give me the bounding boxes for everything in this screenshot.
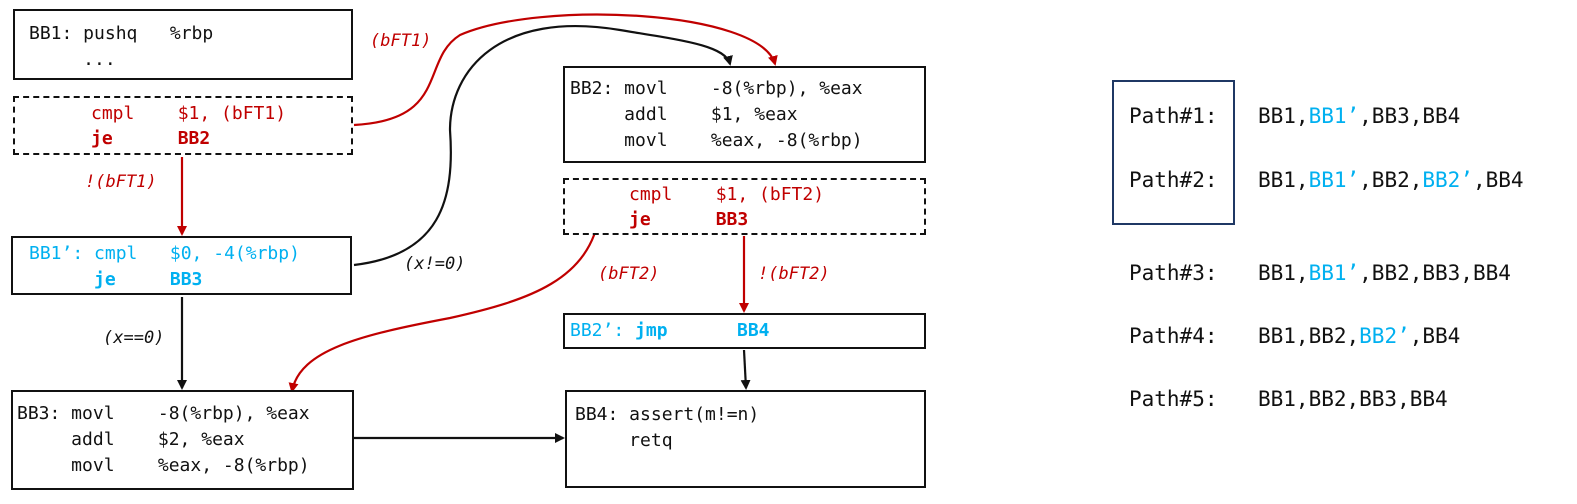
path-label: Path#5: xyxy=(1129,387,1218,411)
label-x-eq-0: (x==0) xyxy=(103,328,165,348)
bb2p-line: BB2’: jmp BB4 xyxy=(570,320,770,342)
block-bb2-cond: cmpl $1, (bFT2) je BB3 xyxy=(563,178,926,235)
bb2-line-3: movl %eax, -8(%rbp) xyxy=(570,130,863,151)
path-node-cloned: BB2’ xyxy=(1422,168,1473,192)
label-x-ne-0: (x!=0) xyxy=(404,254,466,274)
path-node: ,BB2,BB3,BB4 xyxy=(1359,261,1511,285)
bb3-line-2: addl $2, %eax xyxy=(17,429,245,450)
bb2-line-2: addl $1, %eax xyxy=(570,104,798,125)
block-bb1-prime: BB1’: cmpl $0, -4(%rbp) je BB3 xyxy=(11,236,352,295)
path-node-cloned: BB1’ xyxy=(1308,104,1360,128)
highlighted-paths-box xyxy=(1112,80,1235,225)
bb2p-target: BB4 xyxy=(737,320,770,341)
bb2-cond-line-1: cmpl $1, (bFT2) xyxy=(629,184,825,205)
bb1p-line-2: je BB3 xyxy=(29,269,203,290)
block-bb2-prime: BB2’: jmp BB4 xyxy=(563,313,926,349)
bb2p-prefix: BB2’: xyxy=(570,320,636,341)
path-sequence: BB1,BB2,BB2’,BB4 xyxy=(1258,324,1460,348)
path-label: Path#3: xyxy=(1129,261,1218,285)
path-sequence: BB1,BB1’,BB2,BB2’,BB4 xyxy=(1258,168,1524,192)
block-bb2: BB2: movl -8(%rbp), %eax addl $1, %eax m… xyxy=(563,66,926,163)
bb1-line-2: ... xyxy=(29,49,116,70)
bb1-cond-line-2: je BB2 xyxy=(91,128,211,149)
path-node: ,BB2, xyxy=(1359,168,1423,192)
block-bb1-cond: cmpl $1, (bFT1) je BB2 xyxy=(13,96,353,155)
bb4-line-2: retq xyxy=(575,430,673,451)
label-bft1: (bFT1) xyxy=(370,31,432,51)
path-node: BB1,BB2, xyxy=(1258,324,1360,348)
path-sequence: BB1,BB2,BB3,BB4 xyxy=(1258,387,1448,411)
path-node-cloned: BB2’ xyxy=(1359,324,1410,348)
bb1p-line-1: BB1’: cmpl $0, -4(%rbp) xyxy=(29,243,300,264)
path-node: ,BB4 xyxy=(1409,324,1461,348)
label-not-bft1: !(bFT1) xyxy=(85,172,157,192)
path-sequence: BB1,BB1’,BB2,BB3,BB4 xyxy=(1258,261,1511,285)
bb1-line-1: BB1: pushq %rbp xyxy=(29,23,214,44)
edge-bb1-to-bb2 xyxy=(353,13,778,127)
bb3-line-1: BB3: movl -8(%rbp), %eax xyxy=(17,403,310,424)
bb2-cond-line-2: je BB3 xyxy=(629,209,749,230)
path-label: Path#1: xyxy=(1129,104,1218,128)
block-bb3: BB3: movl -8(%rbp), %eax addl $2, %eax m… xyxy=(11,390,354,490)
block-bb1: BB1: pushq %rbp ... xyxy=(13,9,353,80)
path-sequence: BB1,BB1’,BB3,BB4 xyxy=(1258,104,1460,128)
edge-bb2p-to-bb4 xyxy=(740,349,751,390)
path-node: BB1, xyxy=(1258,168,1309,192)
path-node-cloned: BB1’ xyxy=(1308,261,1360,285)
block-bb4: BB4: assert(m!=n) retq xyxy=(565,390,926,488)
label-bft2: (bFT2) xyxy=(598,264,660,284)
path-node: ,BB3,BB4 xyxy=(1359,104,1461,128)
edge-bb1p-to-bb2 xyxy=(353,25,733,267)
bb2p-op: jmp xyxy=(635,320,668,341)
label-not-bft2: !(bFT2) xyxy=(758,264,830,284)
bb1-cond-line-1: cmpl $1, (bFT1) xyxy=(91,103,287,124)
path-label: Path#4: xyxy=(1129,324,1218,348)
path-node: BB1, xyxy=(1258,104,1309,128)
bb2-line-1: BB2: movl -8(%rbp), %eax xyxy=(570,78,863,99)
path-node: BB1, xyxy=(1258,261,1309,285)
path-node: ,BB4 xyxy=(1472,168,1524,192)
path-node: BB1,BB2,BB3,BB4 xyxy=(1258,387,1448,411)
path-node-cloned: BB1’ xyxy=(1308,168,1360,192)
bb3-line-3: movl %eax, -8(%rbp) xyxy=(17,455,310,476)
bb4-line-1: BB4: assert(m!=n) xyxy=(575,404,760,425)
edge-bb2-to-bb3 xyxy=(288,211,602,393)
path-label: Path#2: xyxy=(1129,168,1218,192)
